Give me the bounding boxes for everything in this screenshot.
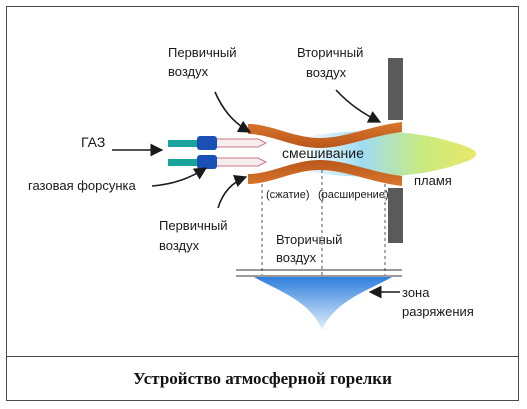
label-primary-air-top-line2: воздух	[168, 64, 209, 79]
plate-top	[388, 58, 403, 120]
label-expansion: (расширение)	[318, 189, 389, 201]
burner-tube-top	[248, 122, 402, 148]
label-vacuum-zone-line2: разряжения	[402, 304, 474, 319]
burner-tube-bottom	[248, 160, 402, 186]
label-secondary-air-top-line2: воздух	[306, 65, 347, 80]
plate-bottom	[388, 188, 403, 243]
nozzle-pipe-top	[168, 140, 198, 147]
label-secondary-air-top-line1: Вторичный	[297, 45, 363, 60]
nozzle-tip-top	[217, 138, 268, 148]
label-secondary-air-bottom-line1: Вторичный	[276, 232, 342, 247]
nozzle-body-bottom	[197, 155, 217, 169]
label-mixing: смешивание	[282, 145, 364, 161]
label-vacuum-zone-line1: зона	[402, 285, 430, 300]
label-primary-air-bottom-line1: Первичный	[159, 218, 228, 233]
nozzle-tip-bottom	[217, 157, 268, 167]
arrow-primary-air-top	[214, 91, 252, 133]
label-flame: пламя	[414, 173, 452, 188]
vacuum-zone	[254, 277, 392, 330]
label-primary-air-bottom-line2: воздух	[159, 238, 200, 253]
figure-caption: Устройство атмосферной горелки	[133, 369, 392, 388]
arrow-gas-nozzle	[151, 167, 208, 187]
arrow-primary-air-bottom	[217, 175, 248, 209]
label-gas-nozzle: газовая форсунка	[28, 178, 137, 193]
label-compression: (сжатие)	[266, 189, 309, 201]
nozzle-body-top	[197, 136, 217, 150]
label-primary-air-top-line1: Первичный	[168, 45, 237, 60]
nozzle-pipe-bottom	[168, 159, 198, 166]
label-secondary-air-bottom-line2: воздух	[276, 250, 317, 265]
arrow-secondary-air-top	[335, 89, 382, 123]
caption-bar: Устройство атмосферной горелки	[6, 356, 519, 401]
label-gas: ГАЗ	[81, 134, 105, 150]
